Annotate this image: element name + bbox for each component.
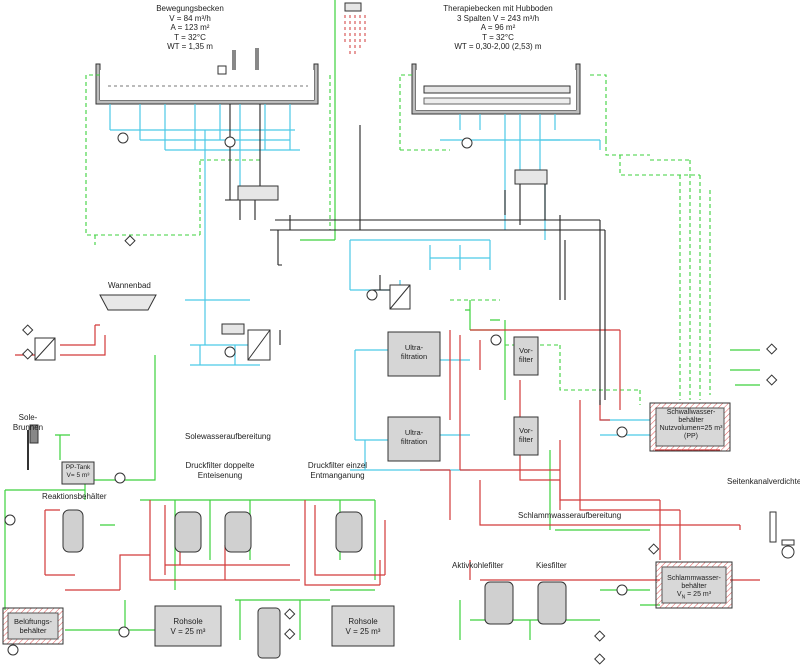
vorfilter-2-label: Vor- filter	[514, 426, 538, 444]
instrument-diamonds	[22, 235, 778, 665]
rohsole-1-label: Rohsole V = 25 m³	[155, 617, 221, 636]
vorfilter-1-line2: filter	[518, 354, 534, 364]
pp-tank-label: PP-Tank V= 5 m³	[62, 464, 94, 479]
control-panels	[221, 169, 548, 335]
aktivkohlefilter-label: Aktivkohlefilter	[452, 561, 504, 570]
therapiebecken-depth: WT = 0,30-2,00 (2,53) m	[454, 42, 542, 51]
therapiebecken-label: Therapiebecken mit Hubboden 3 Spalten V …	[408, 4, 588, 52]
therapiebecken-temp: T = 32°C	[482, 32, 514, 42]
schlammwasser-line2: behälter	[681, 583, 707, 590]
druckfilter-einzel	[335, 511, 363, 553]
shower-symbol	[344, 2, 366, 55]
sole-brunnen-label: Sole- Brunnen	[8, 413, 48, 432]
druckfilter-einzel-line1: Druckfilter einzel	[307, 461, 368, 470]
schlammwasser-line1: Schlammwasser-	[667, 575, 721, 582]
reaktionsbehaelter-vessel	[62, 509, 84, 553]
bewegungsbecken-area: A = 123 m²	[170, 23, 210, 32]
druckfilter-einzel-label: Druckfilter einzel Entmanganung	[300, 461, 375, 480]
storage-vessel	[257, 607, 281, 659]
heat-exchangers	[34, 284, 411, 361]
sole-brunnen-line2: Brunnen	[12, 422, 44, 432]
vorfilter-1-line1: Vor-	[519, 346, 533, 355]
green-pipes	[4, 0, 760, 640]
ultrafiltration-1-label: Ultra- filtration	[388, 343, 440, 361]
therapiebecken-flow: 3 Spalten V = 243 m³/h	[456, 13, 540, 23]
reaktionsbehaelter-label: Reaktionsbehälter	[42, 492, 107, 501]
pp-tank	[61, 461, 95, 485]
rohsole-2-line2: V = 25 m³	[345, 626, 381, 636]
bewegungsbecken-temp: T = 32°C	[174, 32, 206, 42]
belueftung-label: Belüftungs- behälter	[8, 617, 58, 635]
druckfilter-doppelt-2	[224, 511, 252, 553]
rohsole-2-tank	[331, 605, 395, 647]
vorfilter-2-box	[513, 416, 539, 456]
bewegungsbecken-depth: WT = 1,35 m	[167, 42, 213, 51]
vorfilter-2-line2: filter	[518, 434, 534, 444]
kiesfilter-label: Kiesfilter	[536, 561, 567, 570]
rohsole-1-tank	[154, 605, 222, 647]
therapiebecken-title: Therapiebecken mit Hubboden	[443, 4, 553, 13]
druckfilter-doppelt-label: Druckfilter doppelte Enteisenung	[170, 461, 270, 480]
ultrafiltration-2-line2: filtration	[400, 436, 428, 446]
bewegungsbecken-flow: V = 84 m³/h	[169, 13, 211, 23]
solewasseraufbereitung-label: Solewasseraufbereitung	[185, 432, 271, 441]
therapiebecken-area: A = 96 m²	[480, 23, 516, 32]
belueftung-line1: Belüftungs-	[14, 617, 52, 626]
schwallwasser-label: Schwallwasser- behälter Nutzvolumen=25 m…	[652, 409, 730, 441]
seitenkanalverdichter-label: Seitenkanalverdichter	[727, 477, 800, 486]
pumps	[4, 132, 628, 656]
schlammwasser-label: Schlammwasser- behälter VN = 25 m³	[658, 575, 730, 601]
sole-brunnen-line1: Sole-	[18, 413, 38, 422]
schlammwasser-sub: N	[681, 594, 686, 601]
pp-tank-line2: V= 5 m³	[66, 471, 90, 479]
ultrafiltration-1-box	[387, 331, 441, 377]
schwallwasser-line3: Nutzvolumen=25 m³	[659, 425, 723, 432]
vorfilter-1-label: Vor- filter	[514, 346, 538, 364]
ultrafiltration-2-line1: Ultra-	[404, 428, 424, 437]
bewegungsbecken-title: Bewegungsbecken	[156, 4, 224, 13]
rohsole-2-line1: Rohsole	[348, 617, 378, 626]
therapiebecken-tank	[411, 63, 581, 115]
schwallwasser-line2: behälter	[678, 417, 704, 424]
ultrafiltration-2-box	[387, 416, 441, 462]
aktivkohlefilter-vessel	[484, 581, 514, 625]
druckfilter-doppelt-line1: Druckfilter doppelte	[185, 461, 255, 470]
schlammwasser-v: V	[676, 591, 682, 598]
druckfilter-doppelt-line2: Enteisenung	[197, 470, 243, 480]
vorfilter-1-box	[513, 336, 539, 376]
ultrafiltration-1-line1: Ultra-	[404, 343, 424, 352]
ultrafiltration-1-line2: filtration	[400, 351, 428, 361]
bewegungsbecken-tank	[95, 48, 319, 105]
pp-tank-line1: PP-Tank	[65, 464, 91, 471]
wannenbad-label: Wannenbad	[108, 281, 151, 290]
belueftung-line2: behälter	[19, 625, 47, 635]
schlammwasseraufbereitung-label: Schlammwasseraufbereitung	[518, 511, 622, 520]
wannenbad-tub	[99, 294, 157, 311]
seitenkanalverdichter	[769, 511, 795, 559]
bewegungsbecken-label: Bewegungsbecken V = 84 m³/h A = 123 m² T…	[135, 4, 245, 52]
schlammwasser-line3: VN = 25 m³	[658, 591, 730, 601]
rohsole-1-line2: V = 25 m³	[170, 626, 206, 636]
druckfilter-einzel-line2: Entmanganung	[310, 470, 365, 480]
schlammwasser-volume: = 25 m³	[685, 591, 712, 598]
rohsole-2-label: Rohsole V = 25 m³	[332, 617, 394, 636]
ultrafiltration-2-label: Ultra- filtration	[388, 428, 440, 446]
druckfilter-doppelt-1	[174, 511, 202, 553]
schwallwasser-line1: Schwallwasser-	[666, 409, 716, 416]
kiesfilter-vessel	[537, 581, 567, 625]
rohsole-1-line1: Rohsole	[173, 617, 203, 626]
schwallwasser-line4: (PP)	[684, 433, 698, 440]
brunnen-head	[29, 424, 39, 444]
vorfilter-2-line1: Vor-	[519, 426, 533, 435]
